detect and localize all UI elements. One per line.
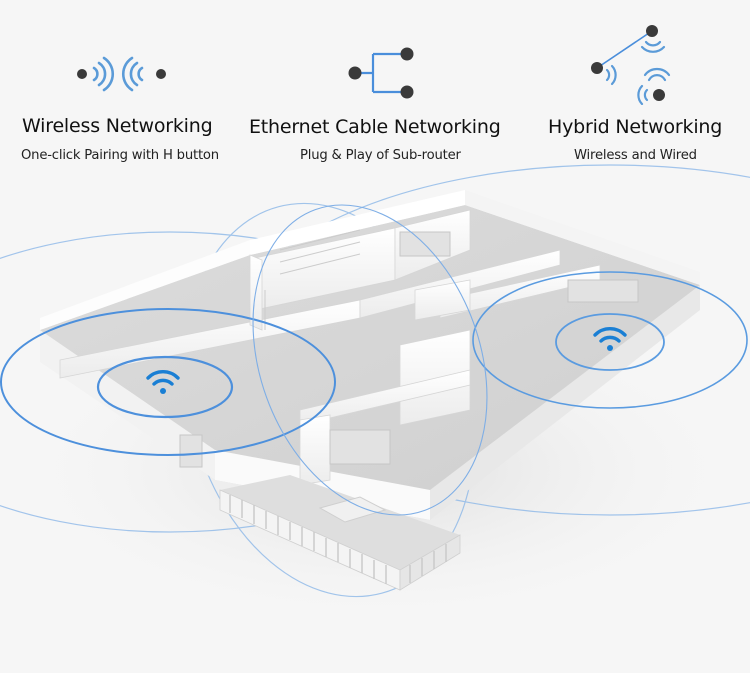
feature-title: Wireless Networking (22, 115, 213, 137)
feature-subtitle: Wireless and Wired (574, 148, 697, 163)
signal-rings-center (252, 204, 488, 516)
wifi-icon (593, 327, 627, 351)
windows (179, 231, 639, 468)
feature-subtitle: One-click Pairing with H button (21, 148, 219, 163)
wireless-pairing-icon (77, 56, 166, 92)
feature-title: Hybrid Networking (548, 116, 723, 138)
feature-subtitle: Plug & Play of Sub-router (300, 148, 461, 163)
signal-rings-left (0, 308, 336, 456)
ethernet-tree-icon (348, 47, 414, 99)
wifi-icon (146, 370, 180, 394)
hybrid-network-icon (591, 25, 671, 105)
balcony (219, 475, 461, 591)
feature-title: Ethernet Cable Networking (249, 116, 501, 138)
interior-walls (59, 209, 601, 486)
signal-rings-right (472, 271, 748, 409)
